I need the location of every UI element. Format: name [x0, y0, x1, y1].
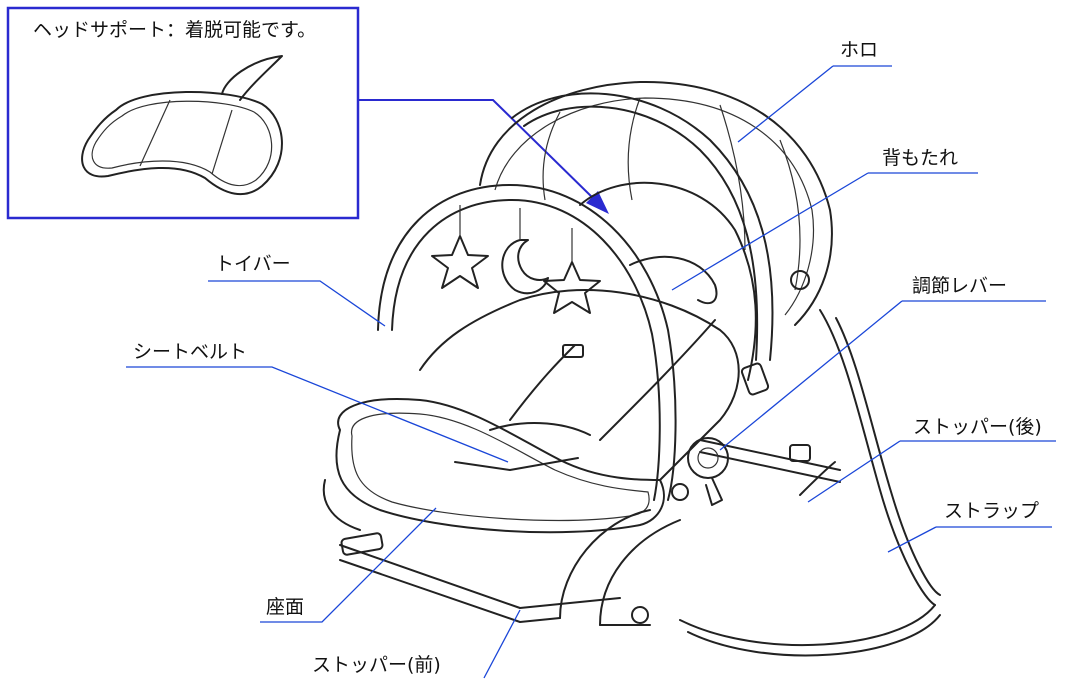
label-backrest: 背もたれ [882, 147, 958, 169]
toy-star-left [431, 235, 489, 289]
leader-stopper-front [483, 609, 521, 679]
label-seatbelt: シートベルト [133, 341, 247, 363]
inset-pointer-arrowhead [586, 191, 609, 214]
inset-caption: ヘッドサポート：着脱可能です。 [33, 19, 316, 41]
label-adjust-lever: 調節レバー [912, 275, 1007, 297]
toy-star-right [543, 261, 601, 314]
label-strap: ストラップ [944, 500, 1039, 522]
label-seat: 座面 [266, 596, 304, 618]
leader-toy-bar [208, 280, 386, 327]
leader-seat [260, 507, 437, 623]
toy-moon [501, 239, 549, 295]
label-toy-bar: トイバー [215, 253, 291, 275]
head-support-illustration [81, 55, 283, 196]
inset-frame [6, 6, 360, 220]
label-hood: ホロ [840, 39, 878, 61]
label-stopper-rear: ストッパー(後) [913, 416, 1042, 438]
bouncer-illustration [322, 80, 941, 657]
label-stopper-front: ストッパー(前) [312, 654, 441, 676]
leader-seatbelt [126, 366, 509, 463]
adjust-lever-knob [687, 437, 729, 479]
inset-pointer-line [358, 99, 596, 201]
